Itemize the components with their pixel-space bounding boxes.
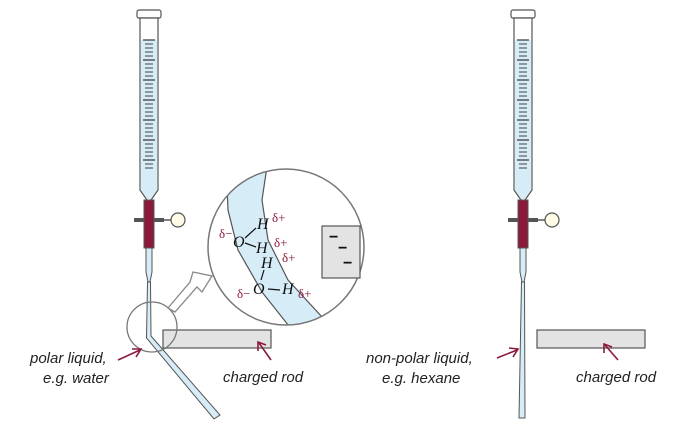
partial-negative-charge: δ− bbox=[219, 226, 232, 241]
right-burette bbox=[508, 9, 560, 419]
right-charged-rod[interactable] bbox=[536, 329, 646, 349]
non-polar-liquid-label: non-polar liquid, bbox=[366, 350, 473, 367]
partial-positive-charge: δ+ bbox=[272, 210, 285, 225]
left-rod-arrow bbox=[258, 342, 272, 361]
bond-oh-mid bbox=[244, 242, 257, 248]
right-tap-knob[interactable] bbox=[544, 212, 560, 228]
left-burette bbox=[134, 9, 221, 420]
rod-negative-charge: − bbox=[338, 240, 347, 257]
left-burette-top-rim bbox=[136, 9, 162, 19]
hydrogen-atom: H bbox=[255, 240, 269, 257]
left-rod-arrowhead bbox=[257, 340, 267, 351]
polar-liquid-label: polar liquid, bbox=[29, 350, 107, 367]
zoom-arrow bbox=[166, 271, 214, 313]
bond-oh-low bbox=[260, 269, 265, 281]
left-tap-body[interactable] bbox=[143, 199, 155, 249]
partial-negative-charge: δ− bbox=[237, 286, 250, 301]
partial-positive-charge: δ+ bbox=[274, 235, 287, 250]
inset-charged-rod bbox=[321, 225, 361, 279]
inset-liquid-band bbox=[225, 169, 336, 325]
hydrogen-atom: H bbox=[260, 255, 274, 272]
hydrogen-atom: H bbox=[281, 281, 295, 298]
left-charged-rod[interactable] bbox=[162, 329, 272, 349]
rod-negative-charge: − bbox=[329, 229, 338, 246]
left-tap-knob[interactable] bbox=[170, 212, 186, 228]
rod-negative-charge: − bbox=[343, 255, 352, 272]
left-rod-label: charged rod bbox=[223, 369, 304, 386]
inset-magnified-view: − − − H O H δ− δ+ δ+ H O H δ+ δ− δ+ bbox=[207, 168, 365, 326]
non-polar-liquid-example: e.g. hexane bbox=[382, 370, 460, 387]
non-polar-liquid-arrowhead bbox=[508, 347, 520, 358]
partial-positive-charge: δ+ bbox=[298, 286, 311, 301]
partial-positive-charge: δ+ bbox=[282, 250, 295, 265]
left-burette-scale bbox=[143, 39, 155, 169]
polar-liquid-arrow bbox=[117, 349, 141, 361]
right-burette-scale bbox=[517, 39, 529, 169]
right-rod-label: charged rod bbox=[576, 369, 657, 386]
right-rod-arrow bbox=[604, 344, 619, 361]
inset-border bbox=[207, 168, 365, 326]
right-tap-body[interactable] bbox=[517, 199, 529, 249]
bond-oh-top bbox=[244, 227, 257, 239]
right-liquid-stream bbox=[518, 281, 526, 419]
left-burette-tip bbox=[145, 247, 153, 283]
bond-oh-right bbox=[267, 288, 281, 291]
right-burette-top-rim bbox=[510, 9, 536, 19]
polar-liquid-arrowhead bbox=[132, 348, 143, 358]
oxygen-atom: O bbox=[253, 281, 265, 298]
oxygen-atom: O bbox=[233, 234, 245, 251]
right-rod-arrowhead bbox=[603, 342, 613, 353]
hydrogen-atom: H bbox=[256, 216, 270, 233]
non-polar-liquid-arrow bbox=[496, 349, 518, 359]
right-burette-tip bbox=[519, 247, 527, 283]
polar-liquid-example: e.g. water bbox=[43, 370, 110, 387]
left-magnifier-circle bbox=[126, 301, 178, 353]
